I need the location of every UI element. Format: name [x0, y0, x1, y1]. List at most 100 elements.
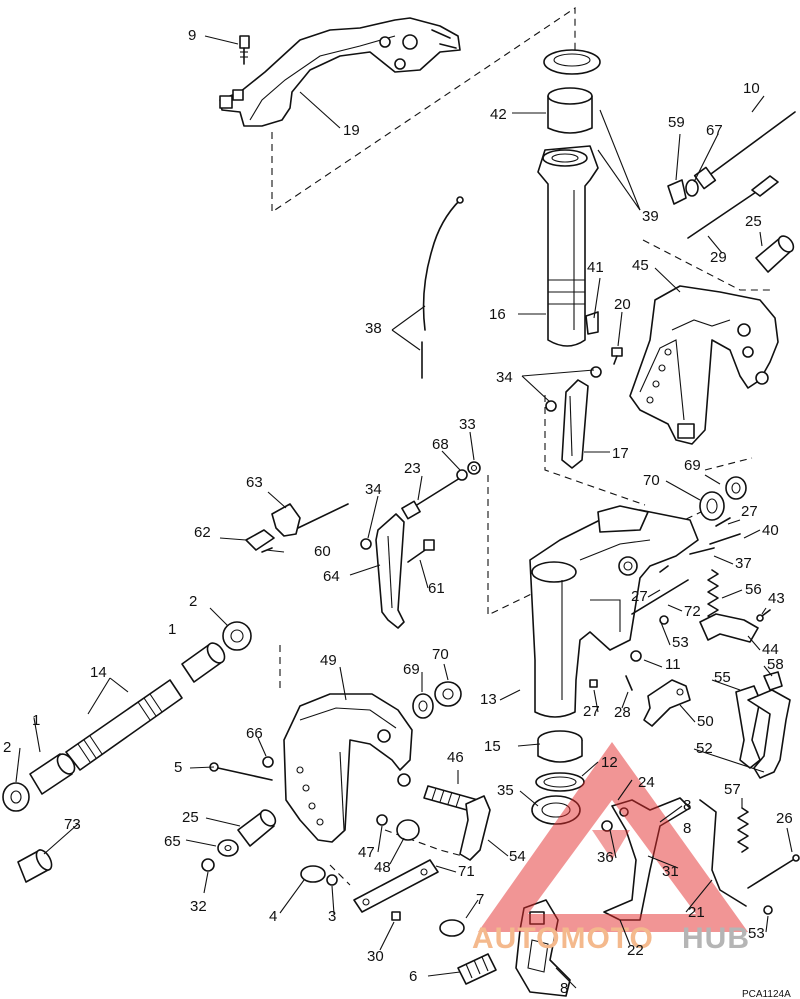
leader-line	[704, 474, 721, 485]
leader-line	[257, 737, 267, 757]
part-label-2-lower: 2	[3, 739, 11, 756]
part-38-cable	[421, 196, 464, 379]
leader-line	[299, 91, 341, 129]
leader-line	[693, 133, 719, 183]
part-label: 40	[762, 522, 779, 539]
part-label: 31	[662, 863, 679, 880]
leader-line	[389, 837, 405, 865]
leader-line	[707, 235, 723, 254]
leader-line	[377, 825, 383, 853]
part-5-bolt	[209, 762, 273, 781]
part-label: 23	[404, 460, 421, 477]
part-13-swivel-bracket	[529, 505, 699, 718]
part-label: 53	[672, 634, 689, 651]
part-label: 66	[246, 725, 263, 742]
leader-line	[465, 899, 479, 919]
leader-line	[654, 267, 681, 293]
part-label: 28	[614, 704, 631, 721]
part-label: 68	[432, 436, 449, 453]
part-16-swivel-tube	[537, 145, 599, 347]
leader-line	[521, 369, 595, 377]
leader-line	[721, 589, 743, 599]
leader-line	[43, 823, 79, 855]
part-7-spring-clip	[439, 919, 465, 937]
part-37-spring-pin	[689, 547, 715, 555]
part-label-25-lower: 25	[182, 809, 199, 826]
leader-line	[581, 761, 599, 777]
part-label: 27	[741, 503, 758, 520]
leader-line	[419, 559, 429, 589]
leader-line	[417, 475, 423, 501]
part-label: 70	[643, 472, 660, 489]
part-label: 73	[64, 816, 81, 833]
part-27-screw-mid	[659, 565, 669, 573]
part-65-washer	[217, 839, 239, 857]
part-label: 41	[587, 259, 604, 276]
watermark-text-part2: HUB	[682, 922, 750, 955]
part-label: 65	[164, 833, 181, 850]
part-4-plate	[300, 865, 326, 883]
part-label: 55	[714, 669, 731, 686]
part-label: 72	[684, 603, 701, 620]
leader-line	[331, 885, 335, 915]
part-70-bushing-upper	[699, 491, 725, 521]
part-47-screw	[376, 814, 388, 826]
part-71-bar	[353, 859, 439, 913]
part-label: 32	[190, 898, 207, 915]
part-39-ring	[543, 49, 601, 75]
part-36-washer	[601, 820, 613, 832]
part-11-nut	[630, 650, 642, 662]
leader-line	[763, 665, 773, 677]
leader-line	[441, 450, 461, 471]
part-69-washer-lower	[412, 693, 434, 719]
leader-line	[487, 839, 509, 857]
part-27-screw-upper	[715, 517, 731, 527]
leader-line	[15, 747, 21, 783]
part-label: 57	[724, 781, 741, 798]
part-52-arm	[747, 689, 791, 779]
part-label: 5	[174, 759, 182, 776]
leader-line	[711, 679, 741, 691]
leader-line	[205, 817, 241, 827]
leader-line	[679, 704, 696, 723]
leader-line	[609, 829, 617, 859]
part-label: 8	[683, 797, 691, 814]
part-29-rod	[687, 175, 779, 239]
leader-line	[647, 589, 661, 598]
part-43-screw	[756, 609, 771, 622]
part-34-washer-mid	[360, 538, 372, 550]
extra-part-labels: 1 2 27 27 34 69 70 25 53 8 8 PCA1124A	[3, 481, 791, 999]
leader-line	[339, 666, 347, 701]
part-label: 49	[320, 652, 337, 669]
part-25-sleeve-lower	[237, 809, 277, 847]
part-23-stud	[401, 477, 461, 520]
part-label-1-lower: 1	[32, 712, 40, 729]
leader-line	[665, 480, 701, 501]
part-label: 15	[484, 738, 501, 755]
leader-line	[593, 689, 599, 713]
leader-line	[391, 305, 426, 331]
part-label-27-mid: 27	[631, 588, 648, 605]
part-2-nut-upper	[222, 621, 252, 651]
part-67-clip	[685, 179, 699, 197]
part-label: 16	[489, 306, 506, 323]
part-64-arm	[375, 513, 405, 629]
part-label: 50	[697, 713, 714, 730]
part-label: 30	[367, 948, 384, 965]
part-label: 9	[188, 27, 196, 44]
part-68-washer	[456, 469, 468, 481]
part-label: 10	[743, 80, 760, 97]
part-label: 38	[365, 320, 382, 337]
leader-line	[647, 855, 679, 869]
part-15-bushing	[537, 730, 583, 763]
leader-line	[443, 663, 449, 681]
part-label: 22	[627, 942, 644, 959]
part-41-key	[585, 311, 599, 335]
leader-line	[675, 133, 681, 181]
part-label: 69	[684, 457, 701, 474]
leader-line	[727, 519, 741, 525]
part-label: 39	[642, 208, 659, 225]
part-label: 61	[428, 580, 445, 597]
leader-line	[379, 921, 395, 951]
